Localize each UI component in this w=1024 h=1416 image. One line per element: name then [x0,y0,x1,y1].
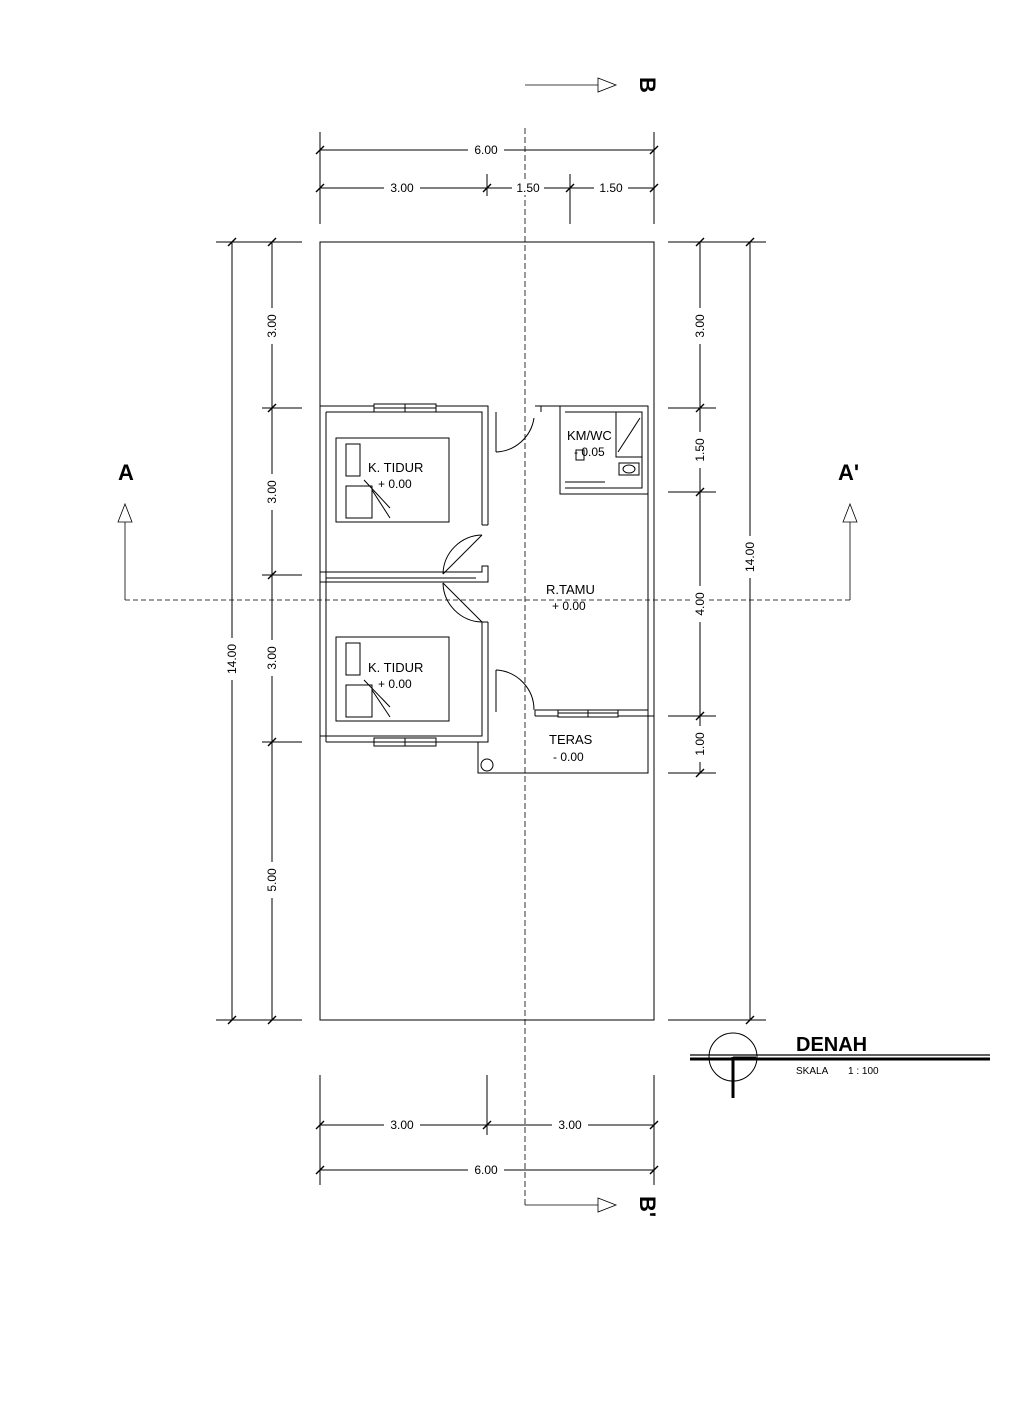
scale-label: SKALA [796,1066,829,1077]
section-label-b-prime: B' [635,1196,660,1217]
dim-top-total: 6.00 [474,143,498,157]
dim-top-part: 1.50 [599,181,623,195]
drawing-title: DENAH [796,1034,867,1056]
doors [442,412,605,772]
scale-value: 1 : 100 [848,1066,879,1077]
site-boundary [319,241,655,1021]
dim-left-part: 3.00 [265,480,279,504]
dimension-label-bg [225,143,757,1177]
dim-bottom-part: 3.00 [558,1118,582,1132]
section-line-b [524,77,618,1213]
room-name-terrace: TERAS [549,732,593,747]
room-level-bathroom: - 0.05 [574,445,605,459]
room-level-living-room: + 0.00 [552,599,586,613]
bed-1 [335,437,450,523]
title-block [690,1032,990,1098]
dimension-ticks [227,145,755,1175]
room-level-bedroom-2: + 0.00 [378,677,412,691]
room-level-bedroom-1: + 0.00 [378,477,412,491]
windows [373,403,643,747]
dim-left-part: 3.00 [265,646,279,670]
toilet-fixture [575,449,640,476]
dim-right-part: 3.00 [693,314,707,338]
dimension-lines [216,132,766,1185]
room-level-terrace: - 0.00 [553,750,584,764]
dim-top-part: 1.50 [516,181,540,195]
dim-top-part: 3.00 [390,181,414,195]
section-label-a-prime: A' [838,460,859,485]
dim-right-part: 1.00 [693,732,707,756]
dim-left-part: 3.00 [265,314,279,338]
section-line-a [117,502,858,601]
bed-2 [335,636,450,722]
dim-bottom-total: 6.00 [474,1163,498,1177]
dim-right-part: 4.00 [693,592,707,616]
dim-left-part: 5.00 [265,868,279,892]
room-name-bedroom-2: K. TIDUR [368,660,423,675]
section-label-b: B [635,77,660,93]
room-name-bathroom: KM/WC [567,428,612,443]
dim-bottom-part: 3.00 [390,1118,414,1132]
dim-right-total: 14.00 [743,542,757,572]
room-name-bedroom-1: K. TIDUR [368,460,423,475]
section-label-a: A [118,460,134,485]
dim-right-part: 1.50 [693,438,707,462]
dim-left-total: 14.00 [225,644,239,674]
room-name-living-room: R.TAMU [546,582,595,597]
